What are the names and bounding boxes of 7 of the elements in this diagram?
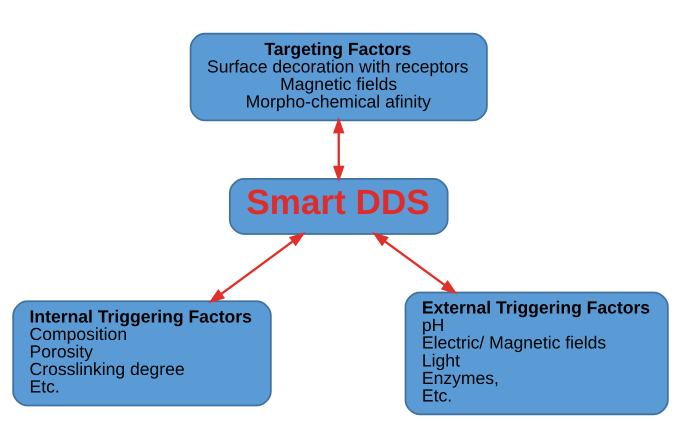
arrow (333, 116, 344, 182)
arrow (208, 232, 306, 304)
node-box: Internal Triggering Factors Composition Porosity Crosslinking degree Etc. (12, 300, 272, 406)
node-box: Targeting Factors Surface decoration with receptors Magnetic fields Morpho-chemical afinity (190, 32, 488, 122)
node-box: External Triggering Factors pH Electric/ Magnetic fields Light Enzymes, Etc. (404, 292, 669, 416)
node-box: Smart DDS (228, 178, 449, 235)
arrow (372, 232, 458, 294)
